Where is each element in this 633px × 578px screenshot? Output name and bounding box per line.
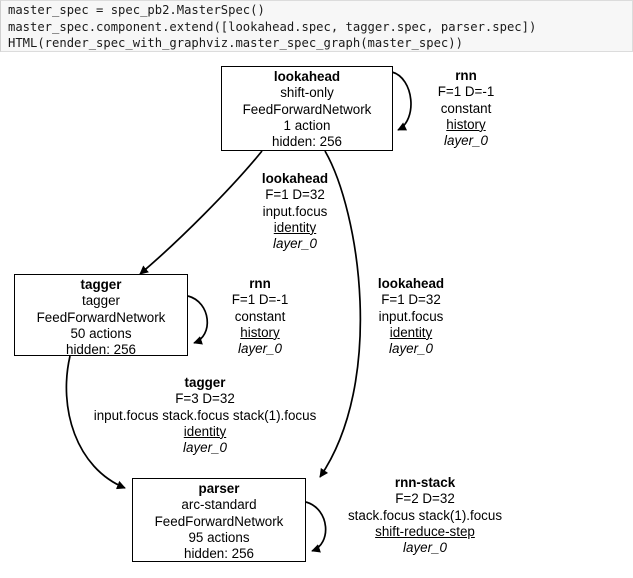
edge-label-layer: layer_0 bbox=[444, 133, 488, 149]
edge-label-title: lookahead bbox=[377, 276, 445, 291]
edge-label-tagger-self-rnn: rnn F=1 D=-1 constant history layer_0 bbox=[212, 276, 308, 357]
node-tagger[interactable]: tagger tagger FeedForwardNetwork 50 acti… bbox=[14, 274, 188, 358]
edge-path-lookahead-to-parser bbox=[319, 150, 362, 478]
edge-label-title: lookahead bbox=[261, 171, 329, 186]
edge-label-layer: layer_0 bbox=[238, 341, 282, 357]
edge-label-feature: shift-reduce-step bbox=[375, 523, 475, 539]
node-parser-title: parser bbox=[198, 481, 240, 496]
edge-label-layer: layer_0 bbox=[389, 341, 433, 357]
node-tagger-transition: tagger bbox=[82, 293, 120, 309]
edge-label-source: input.focus stack.focus stack(1).focus bbox=[93, 407, 317, 423]
edge-label-source: constant bbox=[440, 100, 492, 116]
edge-label-lookahead-to-tagger: lookahead F=1 D=32 input.focus identity … bbox=[240, 171, 350, 252]
edge-path-tagger-self-rnn bbox=[187, 295, 209, 345]
edge-label-dims: F=3 D=32 bbox=[175, 391, 235, 407]
edge-label-title: rnn-stack bbox=[394, 475, 456, 490]
edge-label-title: rnn bbox=[249, 276, 271, 291]
edge-label-title: rnn bbox=[455, 68, 477, 83]
edge-path-tagger-to-parser bbox=[65, 355, 126, 490]
edge-label-source: stack.focus stack(1).focus bbox=[347, 507, 503, 523]
edge-label-dims: F=1 D=-1 bbox=[231, 292, 289, 308]
edge-label-lookahead-to-parser: lookahead F=1 D=32 input.focus identity … bbox=[355, 276, 467, 357]
node-lookahead[interactable]: lookahead shift-only FeedForwardNetwork … bbox=[221, 66, 393, 151]
node-lookahead-actions: 1 action bbox=[283, 117, 331, 133]
edge-path-lookahead-to-tagger bbox=[139, 150, 263, 275]
node-tagger-hidden: hidden: 256 bbox=[66, 342, 136, 358]
edge-label-feature: history bbox=[446, 116, 486, 132]
edge-label-feature: identity bbox=[183, 423, 227, 439]
edge-label-title: tagger bbox=[184, 375, 226, 390]
node-tagger-network: FeedForwardNetwork bbox=[36, 309, 166, 325]
edge-label-source: input.focus bbox=[262, 203, 328, 219]
edge-label-lookahead-self-rnn: rnn F=1 D=-1 constant history layer_0 bbox=[418, 68, 514, 149]
edge-label-dims: F=1 D=32 bbox=[381, 292, 441, 308]
edge-path-parser-self-rnn-stack bbox=[305, 501, 327, 553]
graph-edges-svg bbox=[65, 71, 412, 553]
edge-label-source: constant bbox=[234, 308, 286, 324]
edge-label-feature: history bbox=[240, 324, 280, 340]
node-tagger-title: tagger bbox=[80, 277, 122, 292]
code-line-2: master_spec.component.extend([lookahead.… bbox=[8, 19, 537, 34]
edge-label-tagger-to-parser: tagger F=3 D=32 input.focus stack.focus … bbox=[80, 375, 330, 456]
code-line-1: master_spec = spec_pb2.MasterSpec() bbox=[8, 3, 265, 17]
edge-path-lookahead-self-rnn bbox=[391, 71, 412, 131]
node-parser[interactable]: parser arc-standard FeedForwardNetwork 9… bbox=[132, 478, 306, 562]
node-parser-transition: arc-standard bbox=[181, 497, 257, 513]
node-lookahead-title: lookahead bbox=[273, 69, 341, 84]
edge-label-source: input.focus bbox=[378, 308, 444, 324]
edge-label-feature: identity bbox=[273, 219, 317, 235]
node-parser-hidden: hidden: 256 bbox=[184, 546, 254, 562]
edge-label-layer: layer_0 bbox=[183, 440, 227, 456]
node-parser-network: FeedForwardNetwork bbox=[154, 513, 284, 529]
node-lookahead-hidden: hidden: 256 bbox=[272, 134, 342, 150]
code-input-cell[interactable]: master_spec = spec_pb2.MasterSpec() mast… bbox=[0, 0, 633, 52]
node-lookahead-network: FeedForwardNetwork bbox=[242, 101, 372, 117]
node-lookahead-transition: shift-only bbox=[280, 85, 334, 101]
code-line-3: HTML(render_spec_with_graphviz.master_sp… bbox=[8, 36, 463, 51]
edge-label-layer: layer_0 bbox=[403, 540, 447, 556]
edge-label-dims: F=1 D=-1 bbox=[437, 84, 495, 100]
edge-label-feature: identity bbox=[389, 324, 433, 340]
node-parser-actions: 95 actions bbox=[188, 529, 250, 545]
edge-label-dims: F=1 D=32 bbox=[265, 187, 325, 203]
edge-label-layer: layer_0 bbox=[273, 236, 317, 252]
edge-label-dims: F=2 D=32 bbox=[395, 491, 455, 507]
edge-label-parser-self-rnn-stack: rnn-stack F=2 D=32 stack.focus stack(1).… bbox=[333, 475, 517, 556]
node-tagger-actions: 50 actions bbox=[70, 325, 132, 341]
graph-output-area: lookahead shift-only FeedForwardNetwork … bbox=[0, 52, 633, 578]
